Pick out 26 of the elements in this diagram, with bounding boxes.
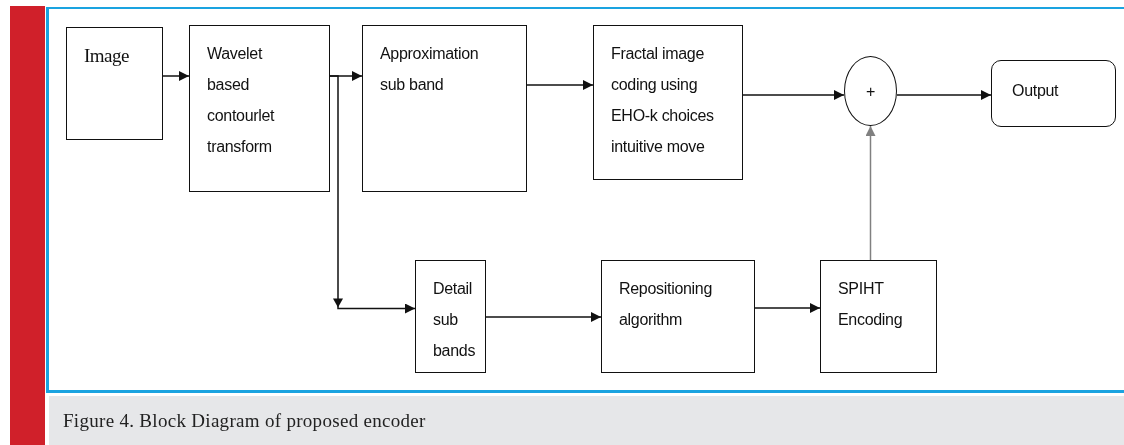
plus-sign: + [865,81,875,102]
box-label: Approximation sub band [380,44,480,95]
box-label: SPIHT Encoding [838,279,904,330]
arrow [865,125,876,261]
process-box [189,25,330,192]
box-label: Fractal image coding using EHO-k choices intuitive move [611,44,715,157]
arrow [162,71,190,81]
box-label: Detail sub bands [433,279,477,361]
arrow [754,303,821,313]
arrow [742,90,845,100]
process-box [415,260,486,373]
process-box [593,25,743,180]
arrow [896,90,992,100]
process-box [66,27,163,140]
box-label: Wavelet based contourlet transform [207,44,276,157]
arrow [485,312,602,322]
arrow [329,75,416,314]
box-label: Image [84,44,129,68]
figure-caption: Figure 4. Block Diagram of proposed encoder [63,409,426,432]
arrow [526,80,594,90]
process-box [820,260,937,373]
process-box [601,260,755,373]
process-box [362,25,527,192]
box-label: Repositioning algorithm [619,279,714,330]
box-label: Output [1012,81,1059,101]
output-box [991,60,1116,127]
